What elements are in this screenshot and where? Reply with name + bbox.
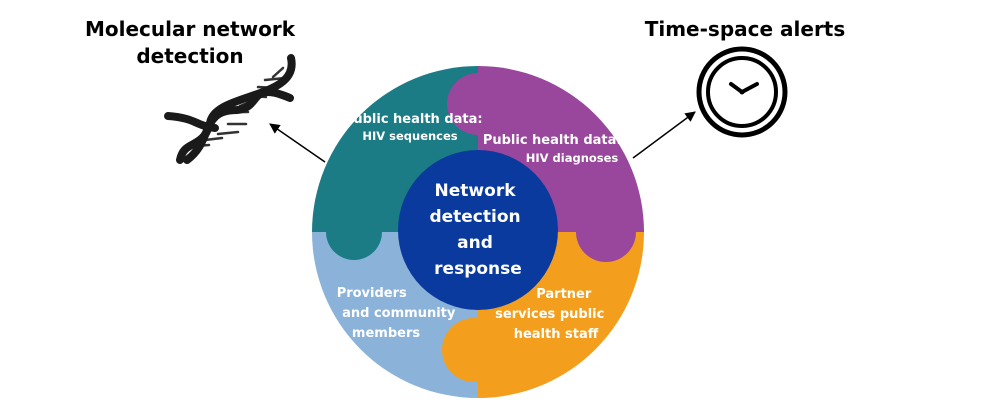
dna-icon (164, 54, 296, 164)
piece-label-providers-community: Providers and community members (337, 286, 460, 341)
piece-label-partner-services: Partner services public health staff (495, 287, 609, 342)
piece-label-hiv-sequences: Public health data: HIV sequences (344, 108, 488, 143)
puzzle-tab-top (447, 73, 509, 135)
time-space-alerts-title: Time-space alerts (644, 17, 846, 41)
molecular-network-detection-title: Molecular network detection (84, 17, 296, 68)
puzzle-tab-left (326, 204, 382, 260)
arrow-to-time-space-alerts (632, 111, 696, 159)
puzzle-tab-bottom (442, 318, 506, 382)
clock-icon (696, 46, 788, 138)
piece-label-hiv-diagnoses: Public health data: HIV diagnoses (483, 129, 627, 165)
arrow-to-molecular-detection (269, 123, 326, 163)
puzzle-tab-right (576, 202, 636, 262)
center-hub-label: Network detection and response (429, 181, 526, 279)
center-hub (398, 150, 558, 310)
